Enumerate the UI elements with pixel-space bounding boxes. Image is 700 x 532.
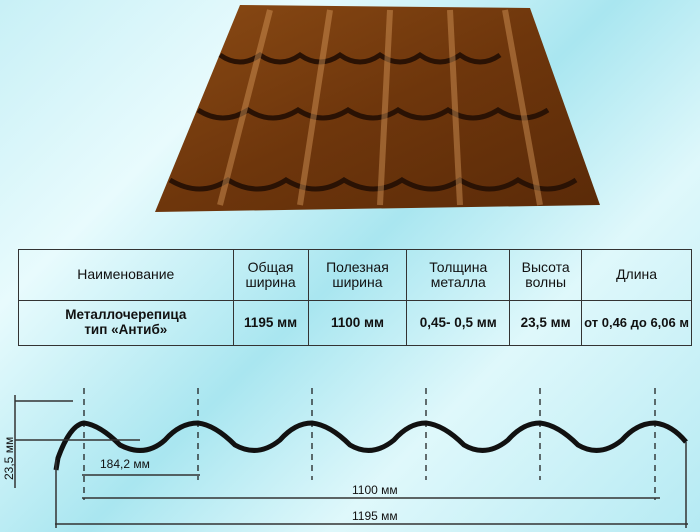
total-width-label: 1195 мм xyxy=(352,509,398,523)
pitch-label: 184,2 мм xyxy=(100,457,150,471)
header-text: Толщина xyxy=(429,258,488,275)
header-text: металла xyxy=(430,274,486,290)
header-length: Длина xyxy=(581,249,692,301)
header-text: Высота xyxy=(521,258,570,275)
useful-width-label: 1100 мм xyxy=(352,483,398,497)
header-text: Наименование xyxy=(77,266,175,283)
wave-profile xyxy=(53,420,688,471)
header-text: ширина xyxy=(245,274,296,290)
header-text: Полезная xyxy=(326,258,389,275)
header-text: Длина xyxy=(616,266,658,283)
wave-height-label: 23,5 мм xyxy=(2,437,16,480)
header-text: ширина xyxy=(332,274,383,290)
cell-text: тип «Антиб» xyxy=(84,322,168,337)
cell-text: Металлочерепица xyxy=(65,307,187,323)
header-text: волны xyxy=(525,274,567,290)
cell-wave-height: 23,5 мм xyxy=(509,300,583,346)
crest-guide-lines xyxy=(83,388,656,500)
cell-useful-width: 1100 мм xyxy=(307,300,408,346)
header-text: Общая xyxy=(247,258,294,275)
cell-total-width: 1195 мм xyxy=(232,300,309,346)
cell-thickness: 0,45- 0,5 мм xyxy=(406,300,511,346)
profile-diagram: 23,5 мм 184,2 мм 1100 мм 1195 мм xyxy=(2,388,688,528)
cell-length: от 0,46 до 6,06 м xyxy=(581,300,692,346)
metal-roof-tile-illustration xyxy=(155,5,600,212)
header-name: Наименование xyxy=(18,249,234,301)
dimension-lines xyxy=(14,395,688,528)
